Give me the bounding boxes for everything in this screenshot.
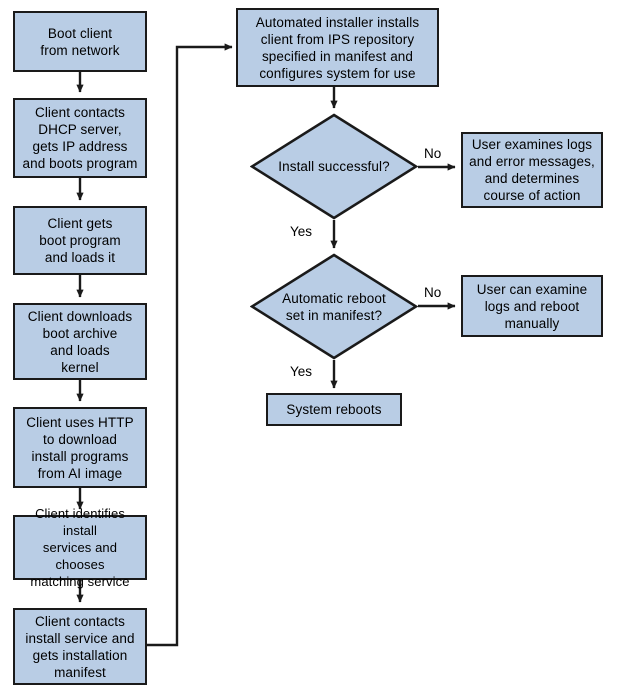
node-automated-installer-installs-label: Automated installer installs client from… — [255, 14, 420, 81]
node-user-examines-logs[interactable]: User examines logs and error messages, a… — [461, 132, 603, 208]
node-boot-client-label: Boot client from network — [40, 25, 120, 58]
node-user-can-examine-logs-label: User can examine logs and reboot manuall… — [476, 281, 588, 331]
node-boot-client[interactable]: Boot client from network — [13, 11, 147, 72]
install-successful-diamond-shape — [250, 113, 418, 220]
edge-label-install-yes: Yes — [290, 224, 313, 239]
edge-label-reboot-yes: Yes — [290, 364, 313, 379]
node-system-reboots-label: System reboots — [286, 402, 382, 417]
node-client-identifies-install-services-label: Client identifies install services and c… — [30, 506, 130, 589]
node-client-gets-boot-program-label: Client gets boot program and loads it — [39, 216, 121, 265]
node-automated-installer-installs[interactable]: Automated installer installs client from… — [236, 8, 439, 87]
node-client-downloads-boot-archive[interactable]: Client downloads boot archive and loads … — [13, 303, 147, 380]
node-client-gets-boot-program[interactable]: Client gets boot program and loads it — [13, 206, 147, 275]
node-install-successful[interactable]: Install successful? — [250, 113, 418, 220]
node-client-uses-http-label: Client uses HTTP to download install pro… — [26, 414, 134, 481]
node-install-successful-label: Install successful? — [278, 159, 390, 174]
node-user-can-examine-logs[interactable]: User can examine logs and reboot manuall… — [461, 275, 603, 337]
node-system-reboots[interactable]: System reboots — [266, 393, 402, 426]
node-client-contacts-dhcp[interactable]: Client contacts DHCP server, gets IP add… — [13, 98, 147, 178]
node-automatic-reboot-set-label: Automatic reboot set in manifest? — [282, 290, 386, 323]
node-client-contacts-install-service[interactable]: Client contacts install service and gets… — [13, 608, 147, 685]
node-user-examines-logs-label: User examines logs and error messages, a… — [469, 137, 595, 203]
node-automatic-reboot-set[interactable]: Automatic reboot set in manifest? — [250, 253, 418, 360]
edge-label-install-no: No — [424, 146, 442, 161]
node-client-uses-http[interactable]: Client uses HTTP to download install pro… — [13, 407, 147, 488]
connector-contacts-to-installer — [147, 43, 233, 647]
node-client-contacts-install-service-label: Client contacts install service and gets… — [25, 613, 135, 680]
node-client-contacts-dhcp-label: Client contacts DHCP server, gets IP add… — [22, 105, 138, 171]
node-client-downloads-boot-archive-label: Client downloads boot archive and loads … — [27, 308, 133, 375]
node-client-identifies-install-services[interactable]: Client identifies install services and c… — [13, 506, 147, 589]
edge-label-reboot-no: No — [424, 285, 442, 300]
automatic-reboot-diamond-shape — [250, 253, 418, 360]
